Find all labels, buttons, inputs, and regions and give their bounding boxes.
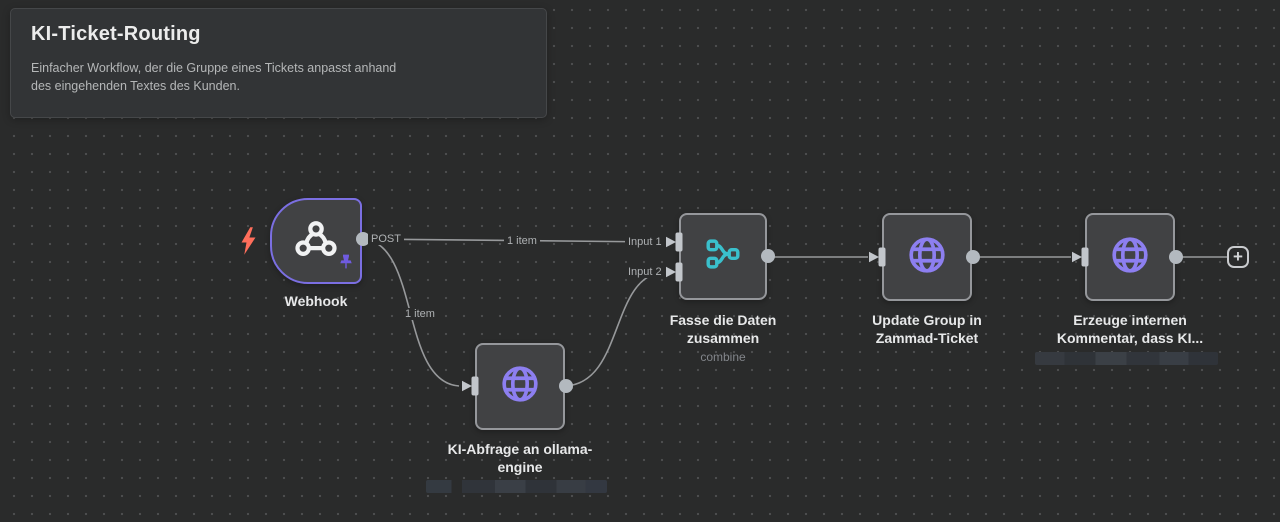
node-label-update-group: Update Group in Zammad-Ticket	[872, 312, 982, 347]
input-arrow	[666, 236, 676, 248]
webhook-icon	[294, 218, 338, 265]
node-sublabel-merge: combine	[700, 350, 746, 365]
node-label-ki-abfrage: KI-Abfrage an ollama-engine	[447, 441, 593, 476]
node-label-webhook: Webhook	[284, 293, 348, 309]
add-node-button[interactable]: +	[1227, 246, 1249, 268]
redacted-text	[426, 480, 607, 493]
input-arrow	[869, 251, 879, 263]
merge-icon	[702, 233, 744, 280]
connection-ki-merge	[565, 271, 664, 387]
globe-icon	[1107, 232, 1153, 283]
sticky-note-title: KI-Ticket-Routing	[31, 23, 201, 45]
input-arrow	[1072, 251, 1082, 263]
edge-label-1-item-branch: 1 item	[402, 308, 438, 320]
input-arrow	[462, 380, 472, 392]
globe-icon	[497, 361, 543, 412]
sticky-note-body: Einfacher Workflow, der die Gruppe eines…	[31, 61, 397, 93]
edge-label-1-item-top: 1 item	[504, 235, 540, 247]
edge-label-post: POST	[368, 233, 404, 245]
edge-label-input1: Input 1	[625, 236, 663, 248]
edge-label-input2: Input 2	[625, 266, 663, 278]
pin-icon	[339, 254, 353, 274]
redacted-text	[1035, 352, 1218, 365]
node-update-group[interactable]	[882, 213, 972, 301]
node-label-merge: Fasse die Daten zusammen combine	[653, 311, 793, 366]
sticky-note[interactable]: KI-Ticket-Routing Einfacher Workflow, de…	[10, 8, 547, 118]
node-merge[interactable]	[679, 213, 767, 300]
node-label-kommentar: Erzeuge internen Kommentar, dass KI...	[1056, 312, 1204, 347]
input-arrow	[666, 266, 676, 278]
trigger-bolt-icon	[241, 227, 256, 260]
node-kommentar[interactable]	[1085, 213, 1175, 301]
node-ki-abfrage[interactable]	[475, 343, 565, 430]
globe-icon	[904, 232, 950, 283]
node-webhook[interactable]	[270, 198, 362, 284]
